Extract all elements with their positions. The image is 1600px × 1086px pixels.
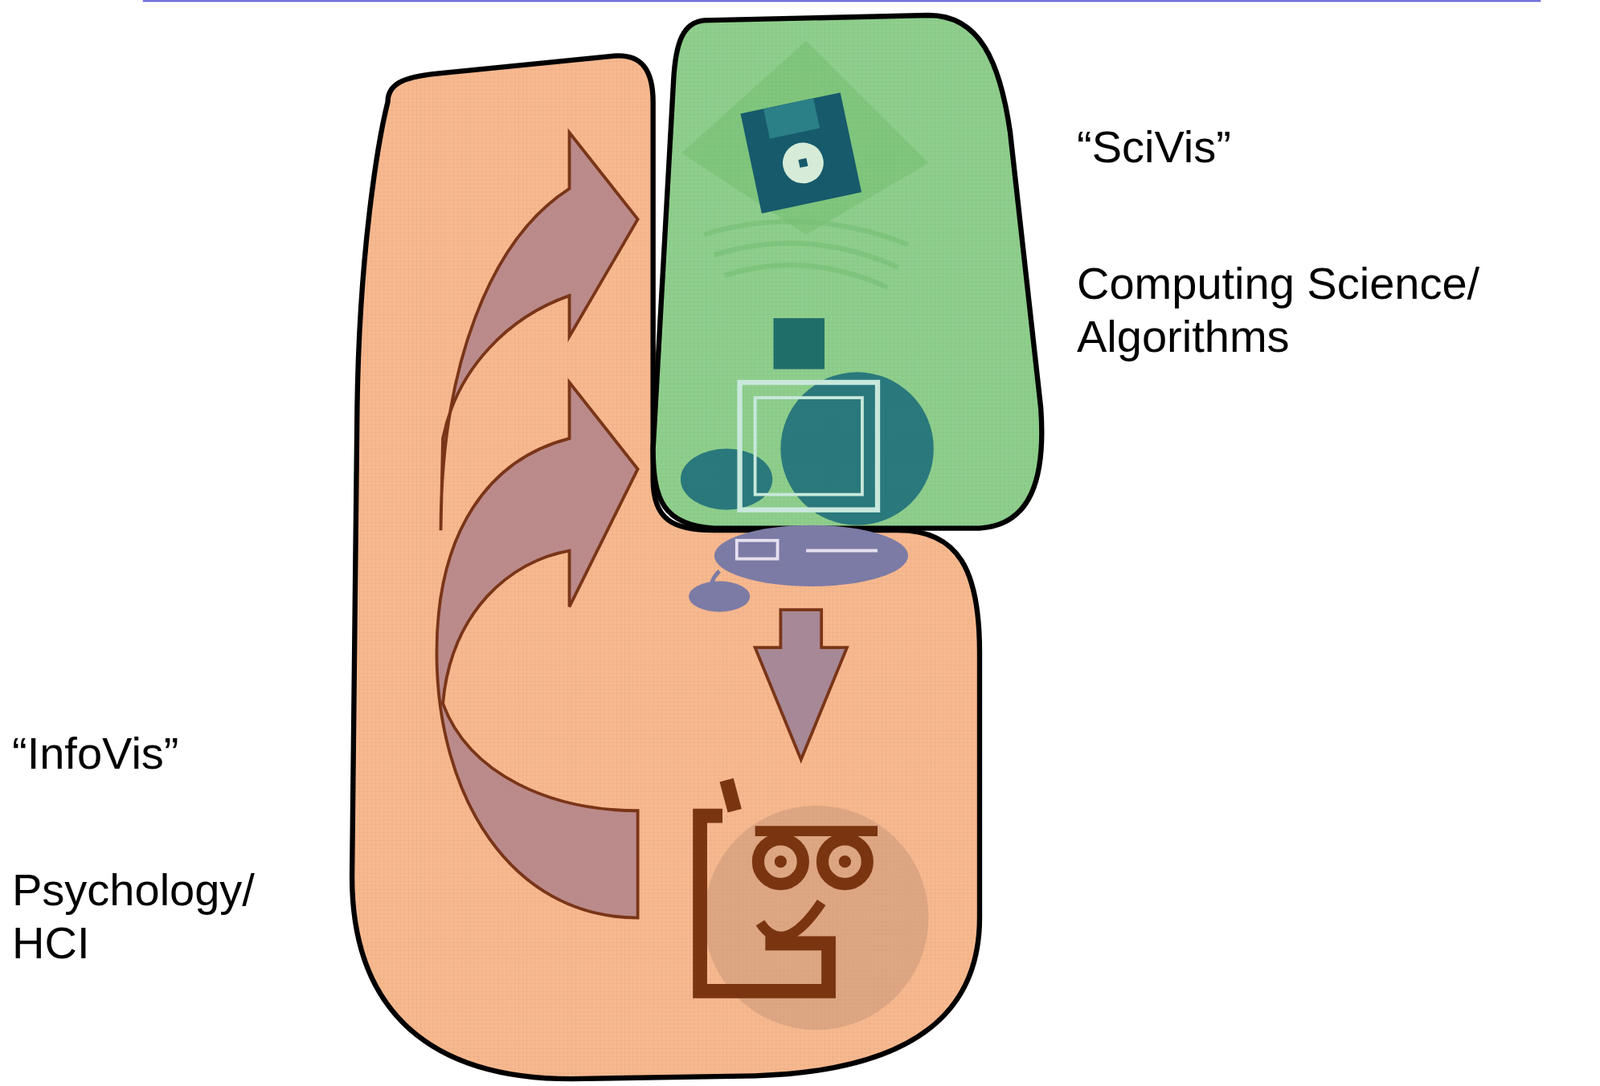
person-icon	[699, 780, 929, 1031]
top-rule	[143, 0, 1542, 2]
floppy-icon	[681, 40, 929, 288]
down-arrow	[755, 609, 848, 761]
computer-icon	[680, 318, 934, 613]
scivis-region	[653, 15, 1043, 529]
scivis-outline	[653, 15, 1043, 529]
region-label: “SciVis”	[1076, 120, 1584, 174]
feedback-arrows	[436, 132, 638, 919]
region-label: Psychology/ HCI	[12, 863, 278, 970]
region-label: Computing Science/ Algorithms	[1076, 257, 1584, 363]
curved-arrow	[436, 382, 638, 918]
region-label: “InfoVis”	[12, 727, 278, 781]
